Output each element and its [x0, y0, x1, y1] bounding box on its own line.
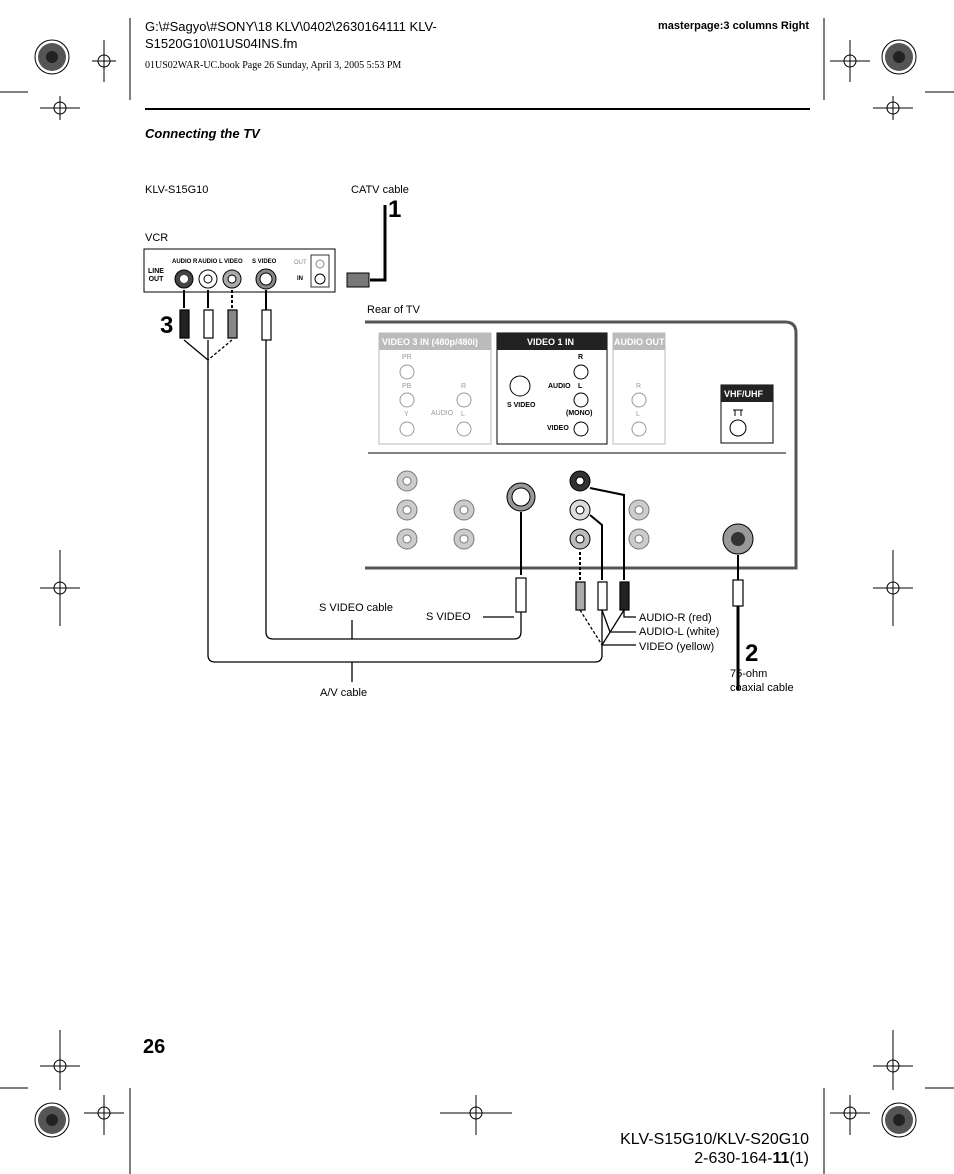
step-1-number: 1 — [388, 196, 402, 223]
section-title: Connecting the TV — [145, 126, 260, 141]
video1-mono-label: (MONO) — [566, 410, 593, 417]
step-2-number: 2 — [745, 640, 759, 667]
catv-cable-label: CATV cable — [351, 184, 409, 196]
video-yellow-label: VIDEO (yellow) — [639, 641, 715, 653]
part-code-post: (1) — [789, 1150, 809, 1167]
video3-in-header: VIDEO 3 IN (480p/480i) — [382, 337, 479, 347]
vcr-in: IN — [297, 276, 303, 282]
video3-audio-label: AUDIO — [431, 410, 454, 417]
s-video-cable-label: S VIDEO cable — [319, 602, 393, 614]
av-cable-label: A/V cable — [320, 687, 368, 699]
file-path-line2: S1520G10\01US04INS.fm — [145, 36, 298, 51]
video3-l-label: L — [461, 411, 465, 418]
registration-starburst-icon — [881, 1102, 917, 1138]
coaxial-cable-label: 75-ohm coaxial cable — [730, 667, 794, 695]
header-rule — [145, 108, 810, 110]
part-code: 2-630-164-11(1) — [620, 1149, 809, 1168]
vcr-video: VIDEO — [224, 259, 243, 265]
registration-starburst-icon — [881, 39, 917, 75]
s-video-label: S VIDEO — [426, 611, 471, 623]
coax-line1: 75-ohm — [730, 668, 768, 680]
coax-line2: coaxial cable — [730, 682, 794, 694]
step-3-number: 3 — [160, 312, 174, 339]
registration-starburst-icon — [34, 1102, 70, 1138]
video1-s-video-label: S VIDEO — [507, 402, 536, 409]
y-label: Y — [404, 411, 409, 418]
video1-in-header: VIDEO 1 IN — [527, 337, 575, 347]
model-label: KLV-S15G10 — [145, 184, 209, 196]
vcr-label: VCR — [145, 232, 169, 244]
video3-r-label: R — [461, 383, 467, 390]
book-info: 01US02WAR-UC.book Page 26 Sunday, April … — [145, 60, 402, 71]
model-footer: KLV-S15G10/KLV-S20G10 2-630-164-11(1) — [620, 1130, 809, 1168]
crosshair-icon — [0, 18, 954, 1174]
part-code-bold: 11 — [772, 1150, 790, 1167]
vcr-line-out: LINE OUT — [148, 268, 164, 284]
audio-out-l-label: L — [636, 411, 640, 418]
video1-r-label: R — [578, 354, 584, 361]
vcr-audio-l: AUDIO L — [198, 259, 223, 265]
audio-out-header: AUDIO OUT — [614, 337, 665, 347]
vcr-s-video: S VIDEO — [252, 259, 277, 265]
video1-video-label: VIDEO — [547, 425, 569, 432]
vcr-out: OUT — [294, 260, 307, 266]
vcr-jacks — [174, 268, 277, 290]
registration-starburst-icon — [34, 39, 70, 75]
audio-r-red-label: AUDIO-R (red) — [639, 612, 712, 624]
model-line: KLV-S15G10/KLV-S20G10 — [620, 1131, 809, 1148]
page-number: 26 — [143, 1036, 166, 1058]
audio-out-r-label: R — [636, 383, 642, 390]
file-path-line1: G:\#Sagyo\#SONY\18 KLV\0402\2630164111 K… — [145, 19, 437, 34]
video1-audio-label: AUDIO — [548, 383, 571, 390]
file-path: G:\#Sagyo\#SONY\18 KLV\0402\2630164111 K… — [145, 18, 505, 52]
vhf-uhf-header: VHF/UHF — [724, 389, 763, 399]
masterpage-label: masterpage:3 columns Right — [658, 20, 809, 32]
audio-l-white-label: AUDIO-L (white) — [639, 626, 720, 638]
vcr-line-out-1: LINE — [148, 268, 164, 275]
video1-l-label: L — [578, 383, 583, 390]
pr-label: PR — [402, 354, 412, 361]
pb-label: PB — [402, 383, 412, 390]
part-code-pre: 2-630-164- — [694, 1150, 773, 1167]
rear-of-tv-label: Rear of TV — [367, 304, 420, 316]
vcr-line-out-2: OUT — [148, 276, 164, 283]
vcr-audio-r: AUDIO R — [172, 259, 198, 265]
